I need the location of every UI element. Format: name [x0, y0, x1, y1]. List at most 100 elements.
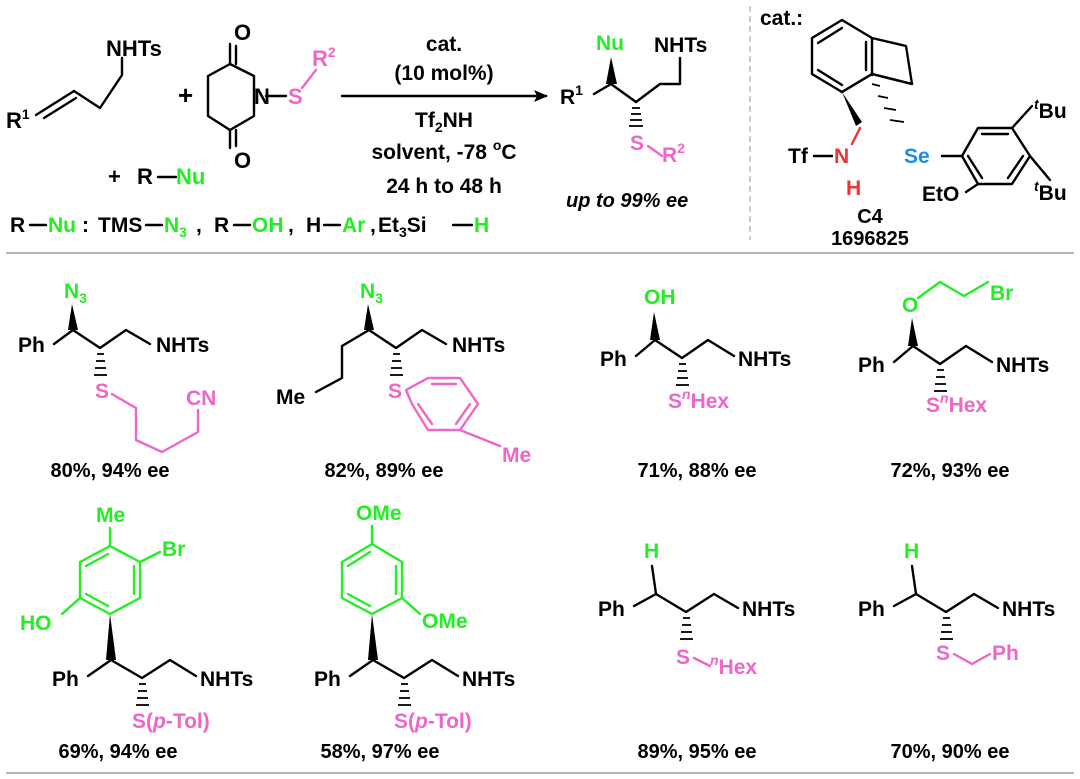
r-label: R: [137, 164, 153, 189]
s-r2-bond: [300, 68, 318, 90]
nu-label: Nu: [48, 214, 76, 237]
tbu-label-top: tBu: [1034, 96, 1067, 123]
alkene-double-bond: [42, 96, 78, 120]
ph-label: Ph: [18, 334, 45, 357]
s-tolyl-label: S(p-Tol): [394, 710, 472, 733]
hydroxyl-label: OH: [644, 286, 676, 309]
wedge-bond: [650, 312, 660, 340]
tolyl-methyl-label: Me: [502, 444, 531, 467]
wedge-bond: [68, 304, 78, 330]
plus-sign: +: [108, 164, 121, 189]
product-s-r2-bond: [646, 144, 664, 158]
carbonyl-top-bond: [228, 42, 238, 66]
benzyl-ph-label: Ph: [992, 642, 1019, 665]
hexyl-label: nHex: [710, 652, 757, 679]
comma: ,: [196, 214, 202, 237]
wedge-bond: [364, 304, 374, 330]
hashed-bond: [629, 107, 643, 127]
ether-oxygen-label: O: [902, 294, 918, 317]
tbu-bond-bottom: [1028, 154, 1052, 182]
tolyl-inner-bonds: [416, 382, 472, 426]
aryl-oet-bond: [964, 182, 980, 194]
n-c-bond: [850, 126, 862, 146]
catalyst-ccdc: 1696825: [831, 228, 909, 250]
hashed-bond: [390, 353, 403, 376]
aryl-inner-bonds: [346, 550, 398, 608]
yield-ee: 80%, 94% ee: [51, 460, 170, 482]
hydride-label: H: [474, 214, 489, 237]
r-label: R: [10, 214, 25, 237]
sulfur-label: S: [936, 642, 950, 665]
tolyl-ring: [404, 376, 480, 432]
bromoethyl-bond: [916, 280, 990, 300]
nitrile-label: CN: [186, 387, 216, 410]
example-1: N3 Ph NHTs S CN 80%, 94% ee: [18, 280, 216, 482]
hashed-bond: [94, 353, 107, 376]
aryl-ring: [960, 126, 1032, 186]
s-tolyl-label: S(p-Tol): [132, 710, 210, 733]
hydride-label: H: [904, 540, 919, 563]
hydroxy-bond: [60, 596, 82, 616]
product-nu-label: Nu: [596, 32, 624, 55]
catalyst-name: C4: [857, 206, 883, 228]
wedge-bond: [606, 57, 617, 84]
ethoxy-label: EtO: [922, 183, 959, 206]
r1-label: R1: [6, 106, 30, 133]
comma: ,: [288, 214, 294, 237]
hashed-bond: [940, 617, 953, 640]
bromine-label: Br: [990, 282, 1013, 305]
tbu-label-bottom: tBu: [1034, 178, 1067, 205]
product-r1-label: R1: [560, 82, 583, 109]
arrow-head: [534, 90, 548, 102]
ph-label: Ph: [598, 598, 625, 621]
s-hexyl-label: SnHex: [668, 386, 729, 413]
nhts-label: NHTs: [156, 334, 209, 357]
product-backbone-bond: [592, 56, 682, 104]
oxygen-bottom: O: [234, 148, 251, 173]
reaction-conditions: cat. (10 mol%) Tf2NH solvent, -78 oC 24 …: [340, 33, 548, 198]
n-label: N: [834, 145, 849, 168]
yield-ee: 72%, 93% ee: [891, 460, 1010, 482]
nhts-label: NHTs: [996, 354, 1049, 377]
yield-ee: 89%, 95% ee: [638, 741, 757, 763]
wedge-bond: [842, 92, 862, 126]
c-h-bond: [650, 564, 658, 596]
hashed-bond: [676, 363, 689, 386]
ee-note: up to 99% ee: [566, 190, 688, 212]
sulfur-label: S: [95, 380, 109, 403]
cyanobutyl-chain: [110, 392, 200, 454]
example-5: Me Br HO Ph NHTs S(p-Tol) 69%, 94% ee: [20, 504, 253, 763]
comma: ,: [370, 214, 376, 237]
chain-bond: [892, 344, 994, 366]
chain-bond: [314, 328, 448, 394]
hashed-bond: [136, 683, 149, 706]
benzyl-bond: [952, 652, 992, 666]
hashed-bond: [398, 683, 411, 706]
s-hexyl-label: SnHex: [926, 390, 987, 417]
methoxy-label-top: OMe: [356, 502, 402, 525]
succinimide-ring: [206, 62, 256, 132]
azide-label: N3: [164, 214, 187, 240]
h-label: H: [846, 177, 861, 200]
condition-loading: (10 mol%): [394, 62, 493, 85]
allylic-sulfonamide: R1 NHTs: [6, 36, 162, 133]
bromine-label: Br: [162, 538, 185, 561]
r-label: R: [214, 214, 229, 237]
indane-cyclopentane: [870, 36, 914, 86]
bromo-bond: [138, 550, 162, 564]
hashed-bond: [934, 369, 947, 392]
s-hexyl-bond: [692, 656, 712, 668]
alkene-chain-bond: [34, 56, 124, 117]
nhts-label: NHTs: [742, 598, 795, 621]
sulfur-label: S: [388, 380, 402, 403]
catalyst-label: cat.:: [760, 7, 803, 30]
nhts-label: NHTs: [738, 348, 791, 371]
condition-solvent-temp: solvent, -78 oC: [371, 137, 516, 164]
example-7: H Ph NHTs S nHex 89%, 95% ee: [598, 540, 795, 763]
condition-catalyst: cat.: [426, 33, 462, 56]
yield-ee: 82%, 89% ee: [325, 460, 444, 482]
chain-bond: [86, 658, 198, 680]
plus-sign: +: [178, 80, 193, 110]
product-r2-label: R2: [662, 140, 685, 167]
se-label: Se: [904, 145, 930, 168]
